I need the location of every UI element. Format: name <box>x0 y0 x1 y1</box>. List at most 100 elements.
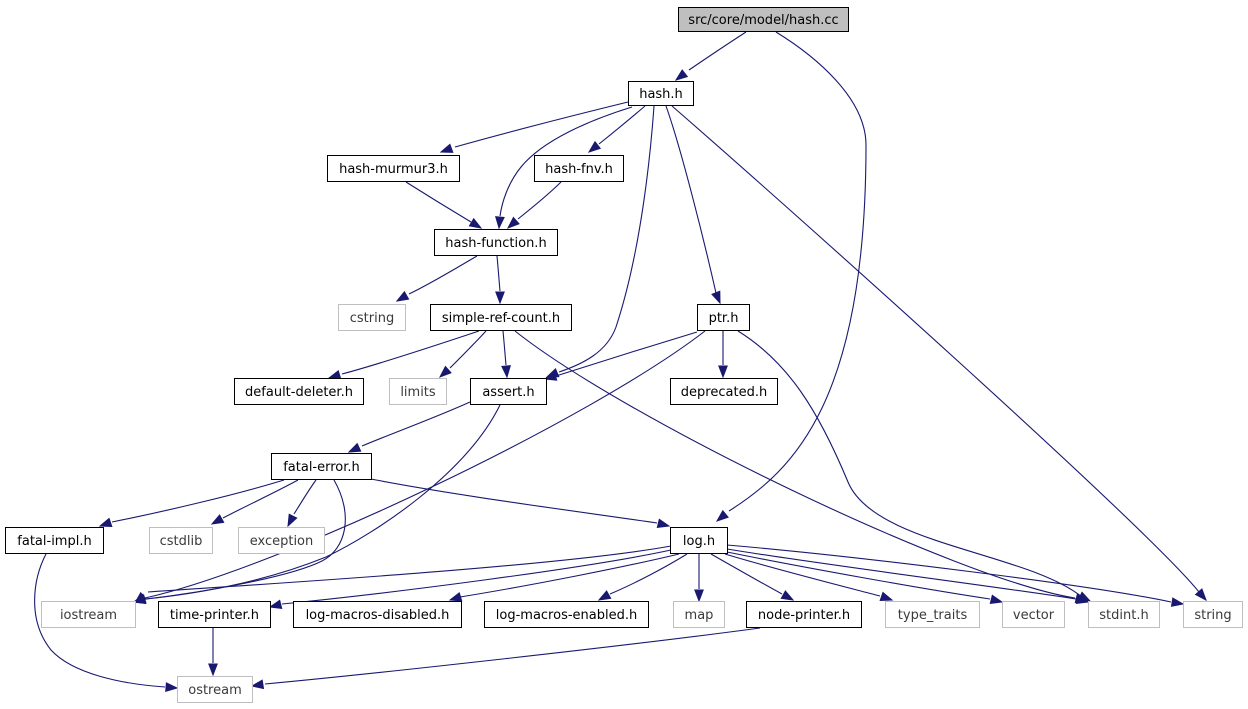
arrowhead <box>287 513 298 528</box>
edge-line <box>34 553 166 688</box>
edge-fnv-to-func <box>506 181 562 229</box>
edge-func-to-srcount <box>495 255 505 305</box>
edge-murmur-to-func <box>405 181 483 229</box>
arrowhead <box>438 365 452 378</box>
edge-line <box>144 330 706 599</box>
edge-fatalerr-to-fatalimpl <box>98 479 285 528</box>
node-hash-h[interactable]: hash.h <box>628 81 694 106</box>
node-typetraits[interactable]: type_traits <box>885 601 980 628</box>
node-fatalimpl[interactable]: fatal-impl.h <box>5 527 104 554</box>
node-vector[interactable]: vector <box>1002 601 1065 628</box>
arrowhead <box>711 290 721 305</box>
node-fatalerr[interactable]: fatal-error.h <box>271 453 372 480</box>
node-map[interactable]: map <box>673 601 725 628</box>
node-box <box>1002 601 1065 628</box>
node-label: default-deleter.h <box>245 385 353 400</box>
node-label: stdint.h <box>1099 608 1148 623</box>
node-box <box>327 155 460 182</box>
node-label: deprecated.h <box>681 385 767 400</box>
node-box <box>746 601 862 628</box>
node-cstdlib[interactable]: cstdlib <box>149 527 213 554</box>
node-box <box>238 527 325 554</box>
node-lmdisabled[interactable]: log-macros-disabled.h <box>293 601 462 628</box>
edge-ptr-to-assert <box>543 331 698 381</box>
arrowhead <box>879 591 894 602</box>
node-lmenabled[interactable]: log-macros-enabled.h <box>484 601 649 628</box>
arrowhead <box>501 365 511 379</box>
node-label: cstring <box>350 311 394 326</box>
node-label: hash-function.h <box>445 236 546 251</box>
node-box <box>177 676 253 703</box>
arrowhead <box>674 69 689 81</box>
node-string[interactable]: string <box>1183 601 1243 628</box>
arrowhead <box>1075 594 1090 604</box>
arrowhead <box>718 365 728 379</box>
node-box <box>1088 601 1160 628</box>
node-murmur[interactable]: hash-murmur3.h <box>327 155 460 182</box>
node-label: cstdlib <box>160 534 203 549</box>
node-deleter[interactable]: default-deleter.h <box>234 378 364 405</box>
node-log[interactable]: log.h <box>670 527 728 554</box>
edge-root-to-hash_h <box>674 31 747 81</box>
node-root[interactable]: src/core/model/hash.cc <box>678 7 849 32</box>
node-timeprinter[interactable]: time-printer.h <box>158 601 271 628</box>
edge-log-to-nodeprinter <box>710 553 795 601</box>
node-box <box>338 304 406 331</box>
edge-line <box>459 553 680 598</box>
edge-log-to-map <box>694 554 704 603</box>
edge-root-to-log <box>715 31 867 522</box>
edge-ptr-to-stdint <box>737 330 1092 602</box>
node-label: src/core/model/hash.cc <box>688 13 838 28</box>
node-nodeprinter[interactable]: node-printer.h <box>746 601 862 628</box>
arrowhead <box>448 591 463 602</box>
node-ostream[interactable]: ostream <box>177 676 253 703</box>
edge-line <box>726 544 1172 603</box>
edge-line <box>222 479 299 519</box>
node-deprecated[interactable]: deprecated.h <box>670 378 778 405</box>
edge-hash_h-to-assert <box>545 105 655 378</box>
node-label: assert.h <box>482 385 534 400</box>
node-box <box>670 378 778 405</box>
node-func[interactable]: hash-function.h <box>434 229 558 256</box>
node-label: vector <box>1013 608 1055 623</box>
edge-line <box>514 330 1076 599</box>
node-box <box>670 527 728 554</box>
node-box <box>470 378 547 405</box>
arrowhead <box>327 369 342 380</box>
edge-ptr-to-iostream <box>132 330 706 603</box>
node-label: log.h <box>683 534 715 549</box>
node-exception[interactable]: exception <box>238 527 325 554</box>
node-stdint[interactable]: stdint.h <box>1088 601 1160 628</box>
edge-line <box>454 101 629 148</box>
arrowhead <box>495 216 505 230</box>
edge-hash_h-to-ptr <box>665 105 721 305</box>
node-label: ostream <box>188 683 242 698</box>
edge-log-to-typetraits <box>724 553 894 602</box>
node-limits[interactable]: limits <box>389 378 447 405</box>
node-srcount[interactable]: simple-ref-count.h <box>430 304 572 331</box>
node-ptr[interactable]: ptr.h <box>697 304 750 331</box>
edge-line <box>449 330 487 369</box>
node-assert[interactable]: assert.h <box>470 378 547 405</box>
arrowhead <box>208 663 218 677</box>
edge-line <box>665 105 717 294</box>
edge-line <box>609 553 688 595</box>
edge-line <box>502 330 507 366</box>
arrowhead <box>597 590 612 601</box>
edge-line <box>111 479 285 523</box>
node-fnv[interactable]: hash-fnv.h <box>534 155 624 182</box>
node-box <box>430 304 572 331</box>
node-label: hash-murmur3.h <box>339 162 448 177</box>
node-box <box>234 378 364 405</box>
node-label: hash.h <box>639 87 683 102</box>
node-label: iostream <box>60 608 117 623</box>
node-label: node-printer.h <box>758 608 850 623</box>
node-box <box>149 527 213 554</box>
edge-line <box>281 549 672 605</box>
node-cstring[interactable]: cstring <box>338 304 406 331</box>
node-iostream[interactable]: iostream <box>41 601 136 628</box>
edge-log-to-timeprinter <box>268 549 672 609</box>
node-label: simple-ref-count.h <box>442 311 560 326</box>
arrowhead <box>587 140 602 153</box>
node-box <box>628 81 694 106</box>
